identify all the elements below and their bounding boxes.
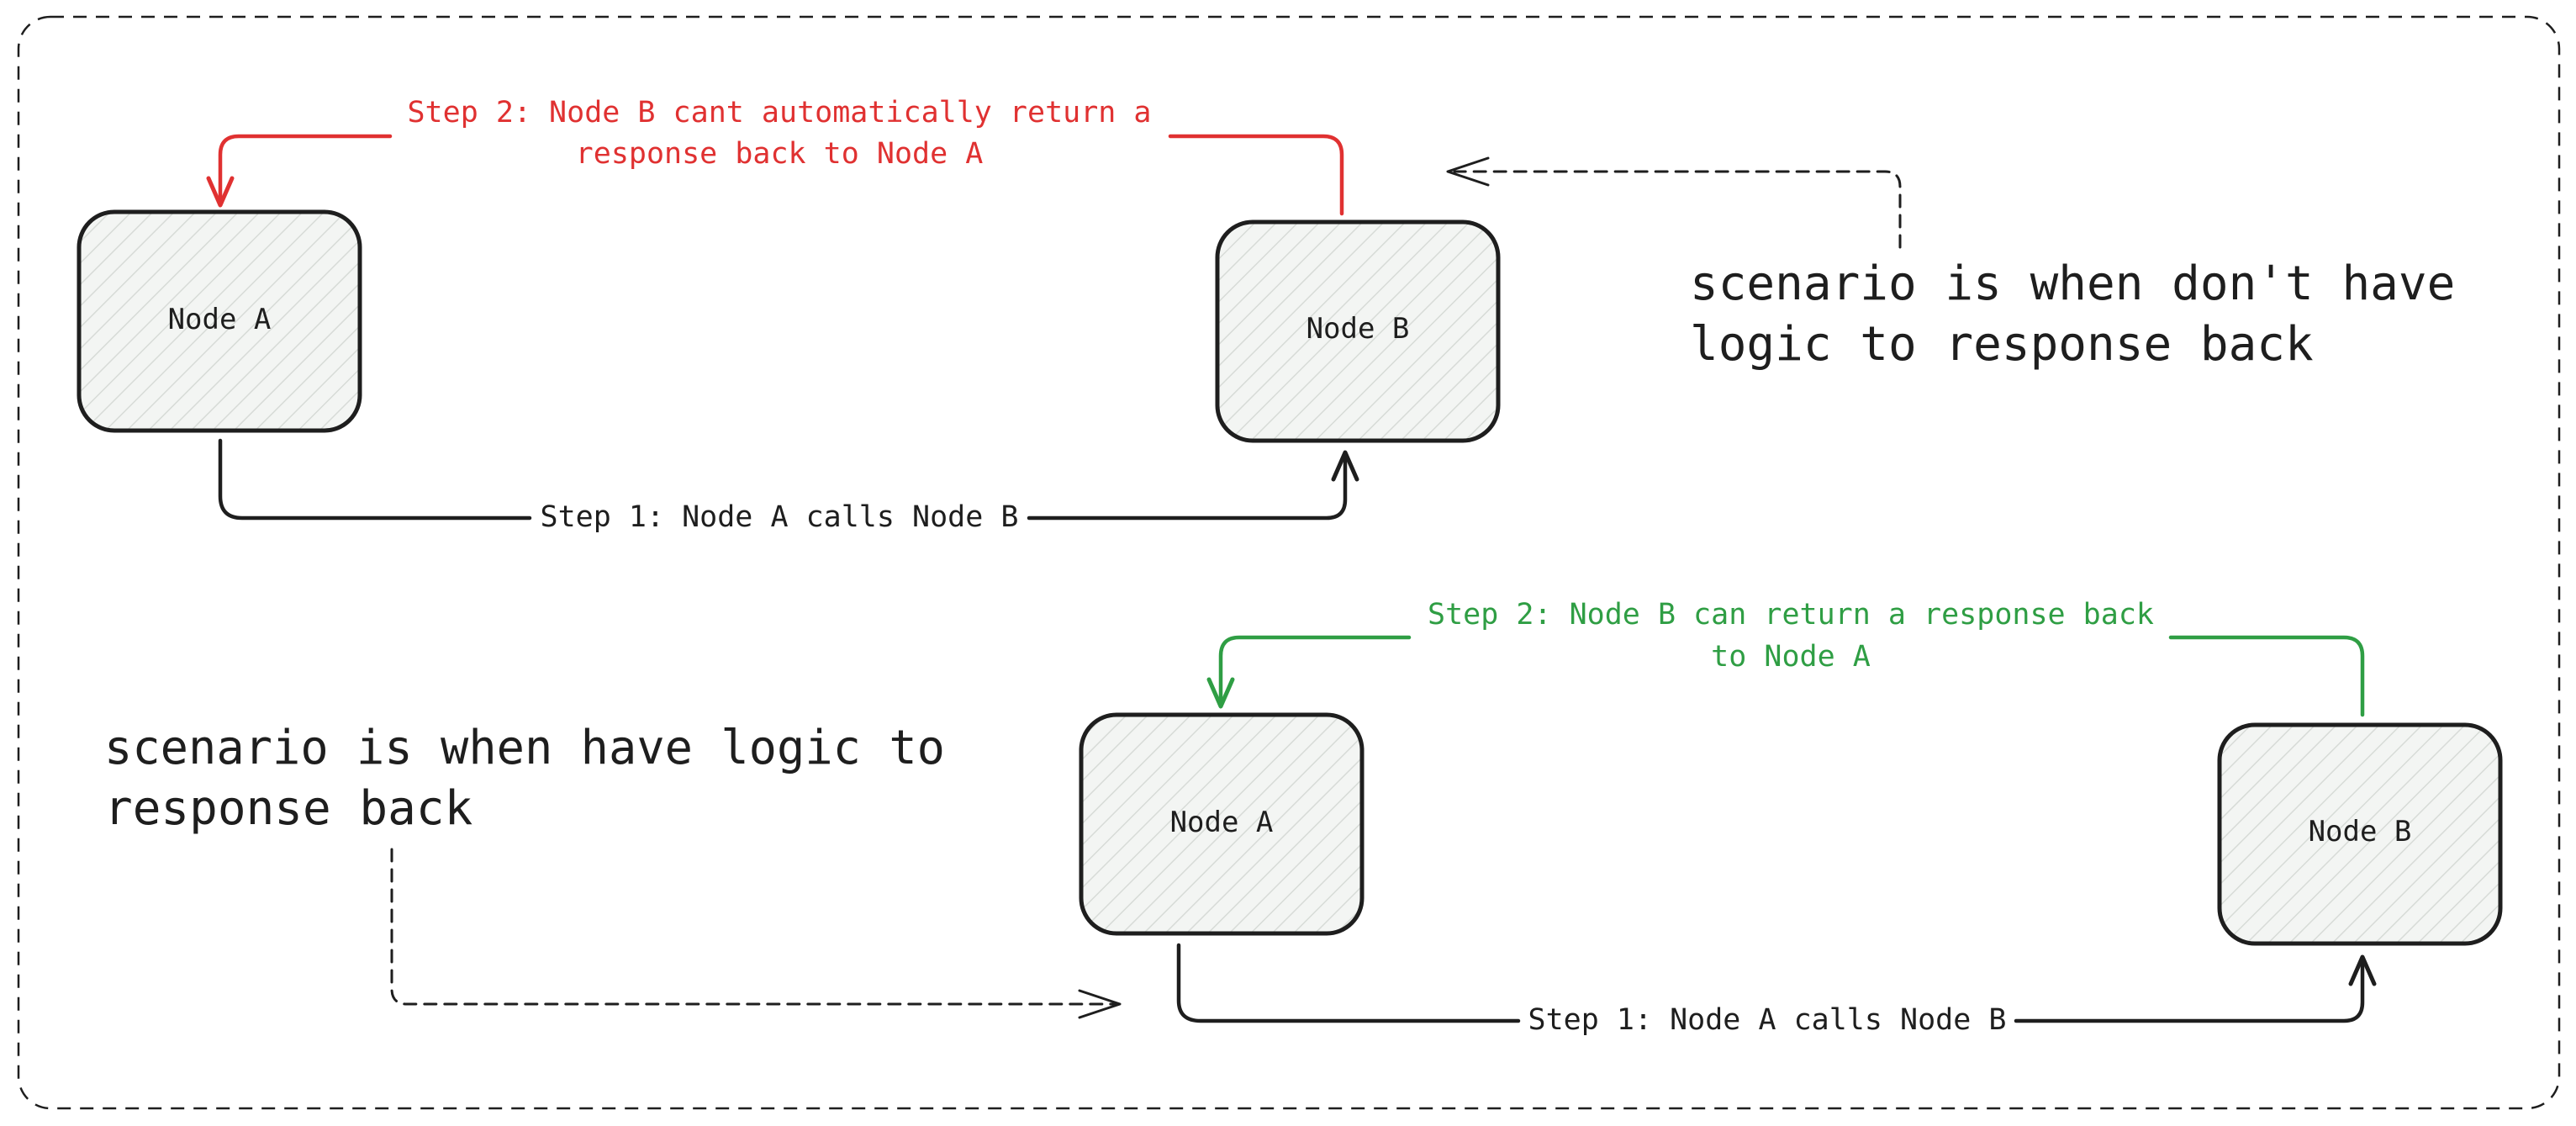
top-step2-label-line2: response back to Node A <box>576 137 984 171</box>
top-step2-arrow <box>206 134 1344 216</box>
top-note-pointer <box>1446 156 1902 249</box>
bottom-note-line2: response back <box>104 781 472 836</box>
bottom-step2-label-line2: to Node A <box>1711 640 1871 674</box>
top-node-b-label: Node B <box>1306 312 1410 346</box>
top-node-b[interactable]: Node B <box>1215 219 1501 443</box>
bottom-step1-label: Step 1: Node A calls Node B <box>1528 1003 2007 1037</box>
bottom-node-a-label: Node A <box>1170 806 1274 839</box>
top-note-line1: scenario is when don't have <box>1690 256 2455 311</box>
bottom-step1-arrow <box>1176 943 2377 1023</box>
top-step1-arrow <box>218 438 1359 521</box>
top-node-a-label: Node A <box>168 303 272 336</box>
top-node-a[interactable]: Node A <box>77 209 362 433</box>
top-note-line2: logic to response back <box>1690 317 2314 372</box>
bottom-node-b-label: Node B <box>2309 815 2412 848</box>
outer-frame <box>17 15 2561 1110</box>
bottom-note-pointer <box>390 848 1122 1019</box>
top-step1-label: Step 1: Node A calls Node B <box>541 500 1019 534</box>
bottom-note-line1: scenario is when have logic to <box>104 721 945 775</box>
bottom-step2-arrow <box>1206 635 2365 717</box>
bottom-step2-label-line1: Step 2: Node B can return a response bac… <box>1428 598 2154 632</box>
top-step2-label-line1: Step 2: Node B cant automatically return… <box>407 96 1151 130</box>
bottom-node-a[interactable]: Node A <box>1079 712 1365 936</box>
bottom-node-b[interactable]: Node B <box>2217 722 2503 946</box>
